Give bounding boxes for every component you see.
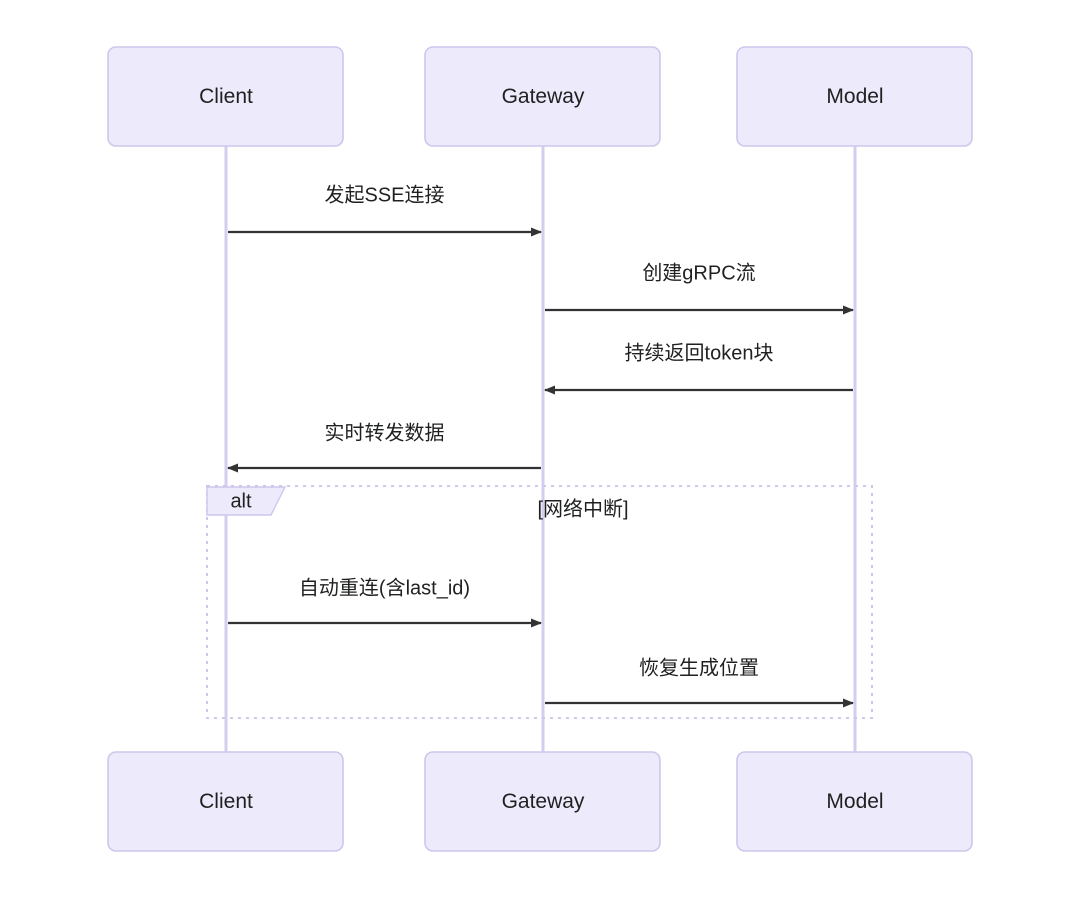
actor-box[interactable] [424,46,661,147]
messages-layer: 发起SSE连接创建gRPC流持续返回token块实时转发数据自动重连(含last… [227,183,854,708]
alt-tab-shape [206,486,287,516]
actor-box[interactable] [107,46,344,147]
lifelines-layer [224,146,857,752]
message-label: 实时转发数据 [325,421,445,444]
alt-keyword-label: alt [230,490,252,512]
alt-fragment-frame [206,485,873,719]
message-m2: 创建gRPC流 [545,261,854,315]
actor-label: Client [199,85,253,108]
message-m3: 持续返回token块 [544,341,853,395]
actor-box[interactable] [736,751,973,852]
message-label: 自动重连(含last_id) [299,576,470,599]
message-label: 创建gRPC流 [642,261,755,284]
actor-model-bottom[interactable]: Model [736,751,973,852]
message-m6: 恢复生成位置 [545,656,854,708]
actor-box[interactable] [107,751,344,852]
message-m4: 实时转发数据 [227,421,541,473]
actor-label: Client [199,790,253,813]
actor-gateway-top[interactable]: Gateway [424,46,661,147]
actor-model-top[interactable]: Model [736,46,973,147]
alt-fragment-layer: alt [网络中断] [206,485,873,719]
actor-box[interactable] [736,46,973,147]
message-label: 发起SSE连接 [324,183,444,206]
message-m5: 自动重连(含last_id) [228,576,542,628]
actor-gateway-bottom[interactable]: Gateway [424,751,661,852]
message-label: 持续返回token块 [625,341,774,364]
actor-label: Model [826,85,883,108]
actor-label: Gateway [502,85,585,108]
message-m1: 发起SSE连接 [228,183,542,237]
actor-box[interactable] [424,751,661,852]
actor-label: Gateway [502,790,585,813]
actor-client-bottom[interactable]: Client [107,751,344,852]
message-label: 恢复生成位置 [639,656,759,679]
alt-condition-label: [网络中断] [537,497,628,520]
actor-client-top[interactable]: Client [107,46,344,147]
actor-label: Model [826,790,883,813]
